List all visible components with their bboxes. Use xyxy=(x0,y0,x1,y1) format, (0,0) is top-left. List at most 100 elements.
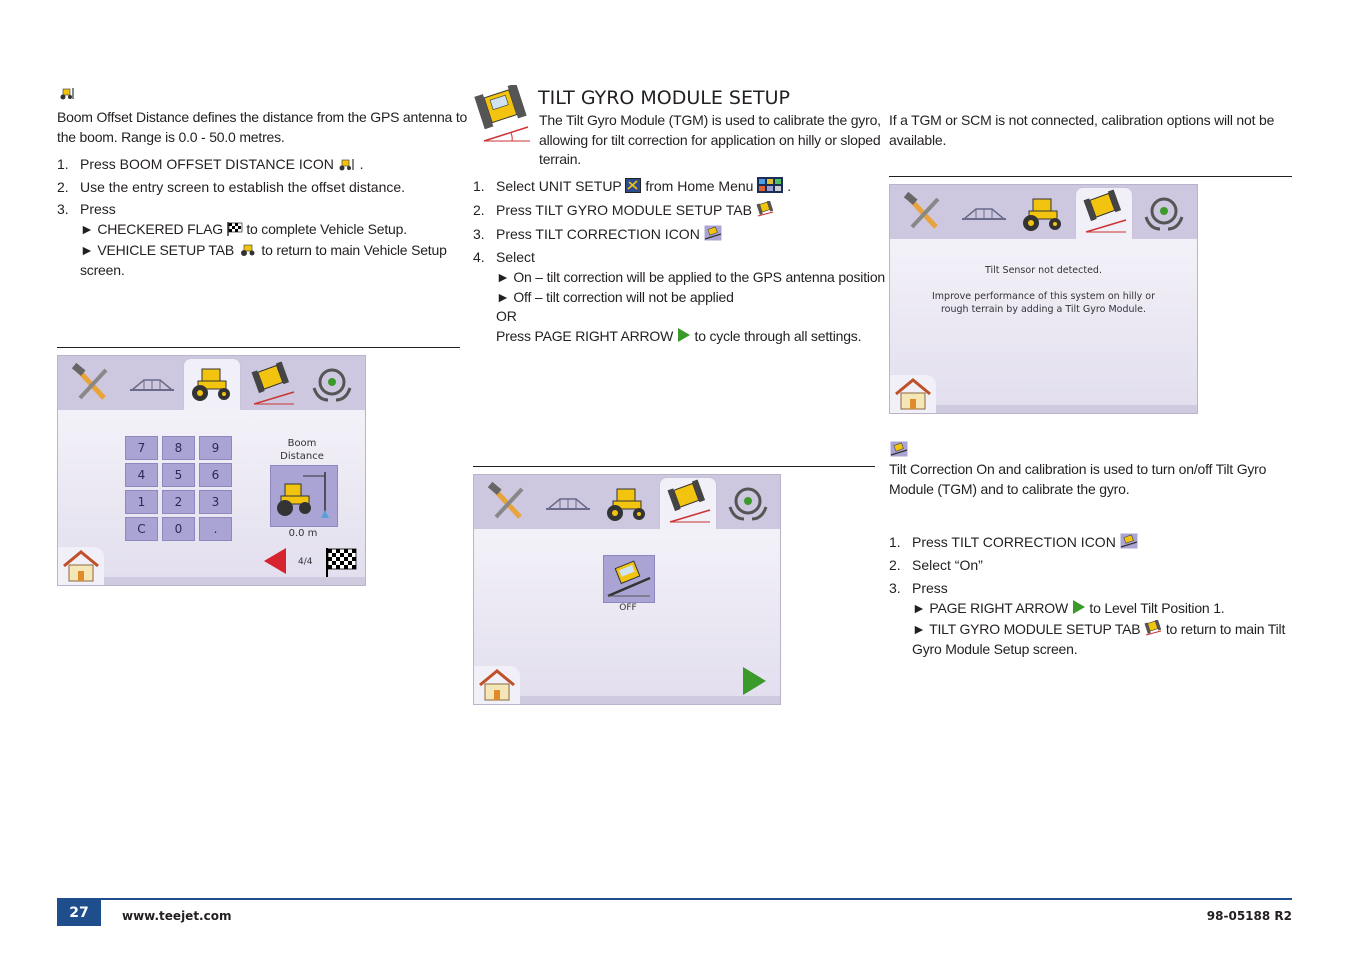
tab-steering-setup[interactable] xyxy=(304,360,360,408)
page-left-arrow-icon[interactable] xyxy=(262,546,288,576)
tilt-sensor-not-detected-screen: Tilt Sensor not detected. Improve perfor… xyxy=(889,184,1198,414)
keypad-key[interactable]: 8 xyxy=(162,436,195,460)
boom-offset-icon xyxy=(60,88,74,100)
tab-system-setup[interactable] xyxy=(64,360,120,408)
keypad-key[interactable]: 7 xyxy=(125,436,158,460)
col1-step-3-text: Press xyxy=(80,201,116,217)
tools-icon xyxy=(71,362,108,400)
keypad-key[interactable]: . xyxy=(199,517,232,541)
steering-wheel-icon xyxy=(728,487,768,521)
col2-step-3: 3. Press TILT CORRECTION ICON xyxy=(473,225,873,245)
footer-rule xyxy=(57,898,1292,900)
col3-sub-tgm-tab-line2: Gyro Module Setup screen. xyxy=(912,641,1078,657)
tab-implement-setup[interactable] xyxy=(124,360,180,408)
page-right-arrow-button-icon[interactable] xyxy=(740,665,768,697)
col1-step-3: 3. Press xyxy=(57,200,457,220)
tab-vehicle-setup[interactable] xyxy=(1015,189,1071,237)
tilt-gyro-module-setup-tab-icon xyxy=(1144,620,1162,636)
checkered-flag-button-icon[interactable] xyxy=(324,546,358,578)
keypad-key[interactable]: 1 xyxy=(125,490,158,514)
col2-step-4: 4. Select xyxy=(473,249,535,265)
tab-implement-setup[interactable] xyxy=(956,189,1012,237)
bottom-strip xyxy=(520,696,780,704)
tgm-intro-3: terrain. xyxy=(539,151,581,167)
tab-bar xyxy=(890,185,1197,242)
home-button[interactable] xyxy=(890,375,936,413)
page-right-arrow-icon xyxy=(1072,600,1085,614)
col1-sub-checkered: ► CHECKERED FLAG to complete Vehicle Set… xyxy=(80,221,407,237)
col3-step-3: 3. Press xyxy=(889,580,948,596)
keypad-key[interactable]: 9 xyxy=(199,436,232,460)
bottom-strip xyxy=(936,405,1197,413)
boom-distance-value: 0.0 m xyxy=(288,528,318,539)
tilt-gyro-module-header-icon xyxy=(474,85,530,142)
home-icon xyxy=(479,669,515,701)
checkered-flag-icon xyxy=(227,222,242,236)
screen-body: OFF xyxy=(474,529,780,704)
section-title: TILT GYRO MODULE SETUP xyxy=(538,87,790,109)
keypad-key[interactable]: 4 xyxy=(125,463,158,487)
keypad-key[interactable]: C xyxy=(125,517,158,541)
boom-distance-icon xyxy=(277,472,329,518)
col3-sub-tgm-tab: ► TILT GYRO MODULE SETUP TAB to return t… xyxy=(912,620,1286,637)
footer-url[interactable]: www.teejet.com xyxy=(122,909,232,923)
col3-divider xyxy=(889,176,1292,177)
tab-bar xyxy=(58,356,365,413)
keypad-key[interactable]: 2 xyxy=(162,490,195,514)
tab-bar xyxy=(474,475,780,532)
keypad-key[interactable]: 3 xyxy=(199,490,232,514)
boom-offset-intro-2: the boom. Range is 0.0 - 50.0 metres. xyxy=(57,128,285,145)
tools-icon xyxy=(903,191,940,229)
tab-tilt-gyro-setup[interactable] xyxy=(244,360,300,408)
boom-distance-button[interactable] xyxy=(270,465,338,527)
improve-performance-line-2: rough terrain by adding a Tilt Gyro Modu… xyxy=(940,304,1147,315)
col2-divider xyxy=(473,466,875,467)
keypad-key[interactable]: 0 xyxy=(162,517,195,541)
home-button[interactable] xyxy=(58,547,104,585)
tab-steering-setup[interactable] xyxy=(1136,189,1192,237)
col3-sub-page-right: ► PAGE RIGHT ARROW to Level Tilt Positio… xyxy=(912,600,1225,616)
bottom-strip xyxy=(104,577,365,585)
col3-intro-1: If a TGM or SCM is not connected, calibr… xyxy=(889,112,1275,128)
steering-wheel-icon xyxy=(312,368,352,402)
col1-step-2-text: Use the entry screen to establish the of… xyxy=(80,179,406,195)
page-indicator: 4/4 xyxy=(298,557,313,567)
tilt-correction-state: OFF xyxy=(619,603,637,613)
tilt-correction-section-icon xyxy=(890,441,908,457)
col1-step-1-text: Press BOOM OFFSET DISTANCE ICON xyxy=(80,156,334,172)
tilt-correction-icon xyxy=(1120,533,1138,549)
tab-system-setup[interactable] xyxy=(480,479,536,527)
improve-performance-line-1: Improve performance of this system on hi… xyxy=(932,291,1155,302)
tilt-gyro-icon xyxy=(251,361,295,405)
keypad-key[interactable]: 6 xyxy=(199,463,232,487)
tab-tilt-gyro-setup[interactable] xyxy=(1075,187,1133,242)
home-button[interactable] xyxy=(474,666,520,704)
tab-vehicle-setup[interactable] xyxy=(599,479,655,527)
boom-distance-label-2: Distance xyxy=(280,451,324,462)
tab-vehicle-setup[interactable] xyxy=(183,358,241,413)
col3-intro-2: available. xyxy=(889,131,947,148)
tab-implement-setup[interactable] xyxy=(540,479,596,527)
tilt-correction-toggle-button[interactable] xyxy=(603,555,655,603)
vehicle-icon xyxy=(607,488,645,521)
tgm-intro-1: The Tilt Gyro Module (TGM) is used to ca… xyxy=(539,112,881,128)
steering-wheel-icon xyxy=(1144,197,1184,231)
col1-sub-vehicle-tab-line2: screen. xyxy=(80,262,125,278)
col2-sub-on: ► On – tilt correction will be applied t… xyxy=(496,269,885,285)
boom-icon xyxy=(546,498,590,510)
keypad-key[interactable]: 5 xyxy=(162,463,195,487)
tilt-gyro-icon xyxy=(1083,189,1127,233)
col3-step-2: 2. Select “On” xyxy=(889,557,983,573)
tab-tilt-gyro-setup[interactable] xyxy=(659,477,717,532)
tilt-correction-desc-2: Module (TGM) and to calibrate the gyro. xyxy=(889,480,1130,497)
tab-system-setup[interactable] xyxy=(896,189,952,237)
footer-doc-number: 98-05188 R2 xyxy=(1206,909,1292,923)
tab-steering-setup[interactable] xyxy=(720,479,776,527)
tilt-correction-desc-1: Tilt Correction On and calibration is us… xyxy=(889,461,1267,477)
vehicle-icon xyxy=(1023,198,1061,231)
screen-body: Tilt Sensor not detected. Improve perfor… xyxy=(890,239,1197,413)
col3-step-1: 1. Press TILT CORRECTION ICON xyxy=(889,533,1289,553)
col1-step-1: 1. Press BOOM OFFSET DISTANCE ICON . xyxy=(57,156,364,172)
